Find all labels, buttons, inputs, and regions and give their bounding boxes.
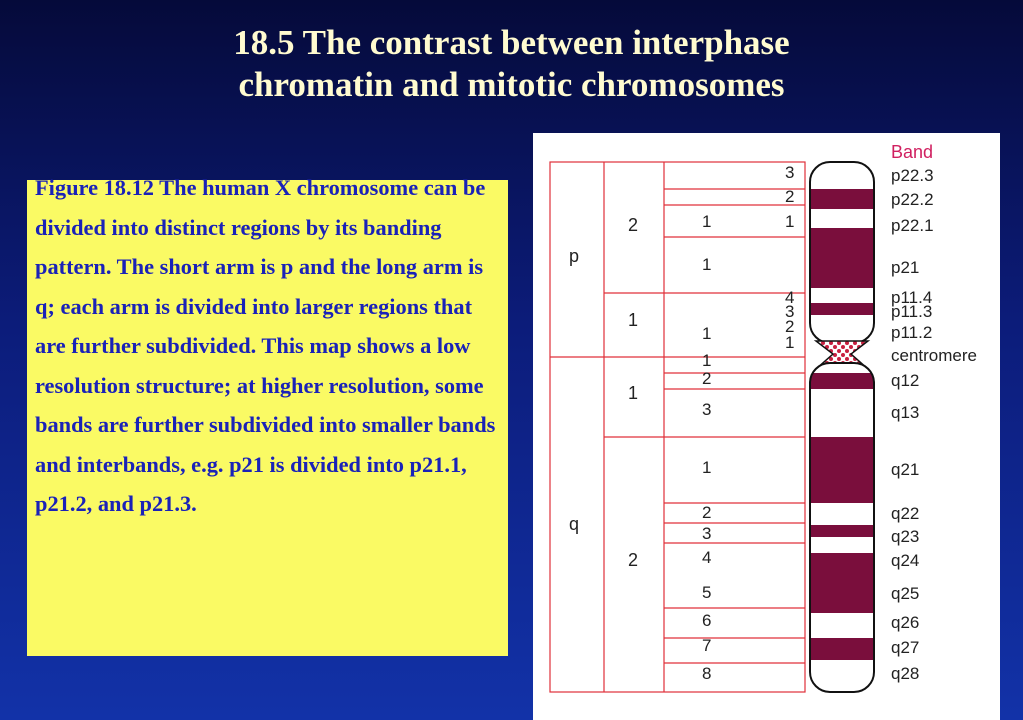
subband-number: 1 (785, 333, 794, 352)
band-label: q27 (891, 638, 919, 657)
band-label: p11.3 (891, 302, 932, 321)
band-label: q25 (891, 584, 919, 603)
subband-number: 3 (785, 163, 794, 182)
subband-number: 1 (702, 458, 711, 477)
region-q-1: 1 (628, 383, 638, 403)
band-label: p11.4 (891, 288, 932, 307)
subband-number: 2 (702, 369, 711, 388)
title-line-1: 18.5 The contrast between interphase (233, 23, 790, 62)
band-label-centromere: centromere (891, 346, 977, 365)
band-label: q23 (891, 527, 919, 546)
subband-number: 5 (702, 583, 711, 602)
band-q23 (810, 525, 874, 537)
band-label: q24 (891, 551, 919, 570)
band-label: q28 (891, 664, 919, 683)
subband-number: 7 (702, 636, 711, 655)
subband-number: 1 (702, 351, 711, 370)
band-header: Band (891, 142, 933, 162)
chromosome-q-arm (810, 363, 874, 692)
arm-label-q: q (569, 514, 579, 534)
figure-caption: Figure 18.12 The human X chromosome can … (35, 175, 496, 516)
subband-number: 6 (702, 611, 711, 630)
band-label: q22 (891, 504, 919, 523)
band-q12 (810, 373, 874, 389)
subband-number: 3 (702, 524, 711, 543)
band-q25 (810, 553, 874, 613)
band-p21 (810, 228, 874, 288)
band-labels: 3 p22.3 2 p22.2 1 1 p22.1 1 p21 4 p11.4 … (702, 163, 977, 683)
band-label: q12 (891, 371, 919, 390)
subband-number: 1 (702, 255, 711, 274)
band-p22-2 (810, 189, 874, 209)
subband-number: 2 (702, 503, 711, 522)
arm-label-p: p (569, 246, 579, 266)
region-p-1: 1 (628, 310, 638, 330)
chromosome-q-outline (809, 362, 875, 693)
caption-box: Figure 18.12 The human X chromosome can … (27, 175, 508, 656)
band-label: p21 (891, 258, 919, 277)
band-label: p22.2 (891, 190, 934, 209)
subband-number-p1-1: 1 (702, 324, 711, 343)
subband-number: 3 (785, 302, 794, 321)
band-label: q13 (891, 403, 919, 422)
band-label: q21 (891, 460, 919, 479)
subband-number: 3 (702, 400, 711, 419)
subband-number: 2 (785, 317, 794, 336)
slide-title: 18.5 The contrast between interphase chr… (0, 22, 1023, 106)
subband-number: 1 (702, 212, 711, 231)
band-q21 (810, 437, 874, 503)
subband-number: 4 (702, 548, 711, 567)
band-label: q26 (891, 613, 919, 632)
region-q-2: 2 (628, 550, 638, 570)
grid-lines (549, 161, 806, 693)
title-line-2: chromatin and mitotic chromosomes (238, 65, 785, 104)
region-p-2: 2 (628, 215, 638, 235)
band-label: p11.2 (891, 323, 932, 342)
band-q27 (810, 638, 874, 660)
subband-number: 8 (702, 664, 711, 683)
chromosome-figure: Band p q 2 1 1 2 3 p22.3 2 p22.2 1 1 p22… (533, 133, 1000, 720)
chromosome-map: Band p q 2 1 1 2 3 p22.3 2 p22.2 1 1 p22… (549, 142, 977, 693)
band-label: p22.1 (891, 216, 934, 235)
subband-number-alt: 1 (785, 212, 794, 231)
chromosome-p-arm (810, 162, 874, 343)
subband-number: 2 (785, 187, 794, 206)
band-p11-3 (810, 303, 874, 315)
band-label: p22.3 (891, 166, 934, 185)
subband-number: 4 (785, 288, 794, 307)
